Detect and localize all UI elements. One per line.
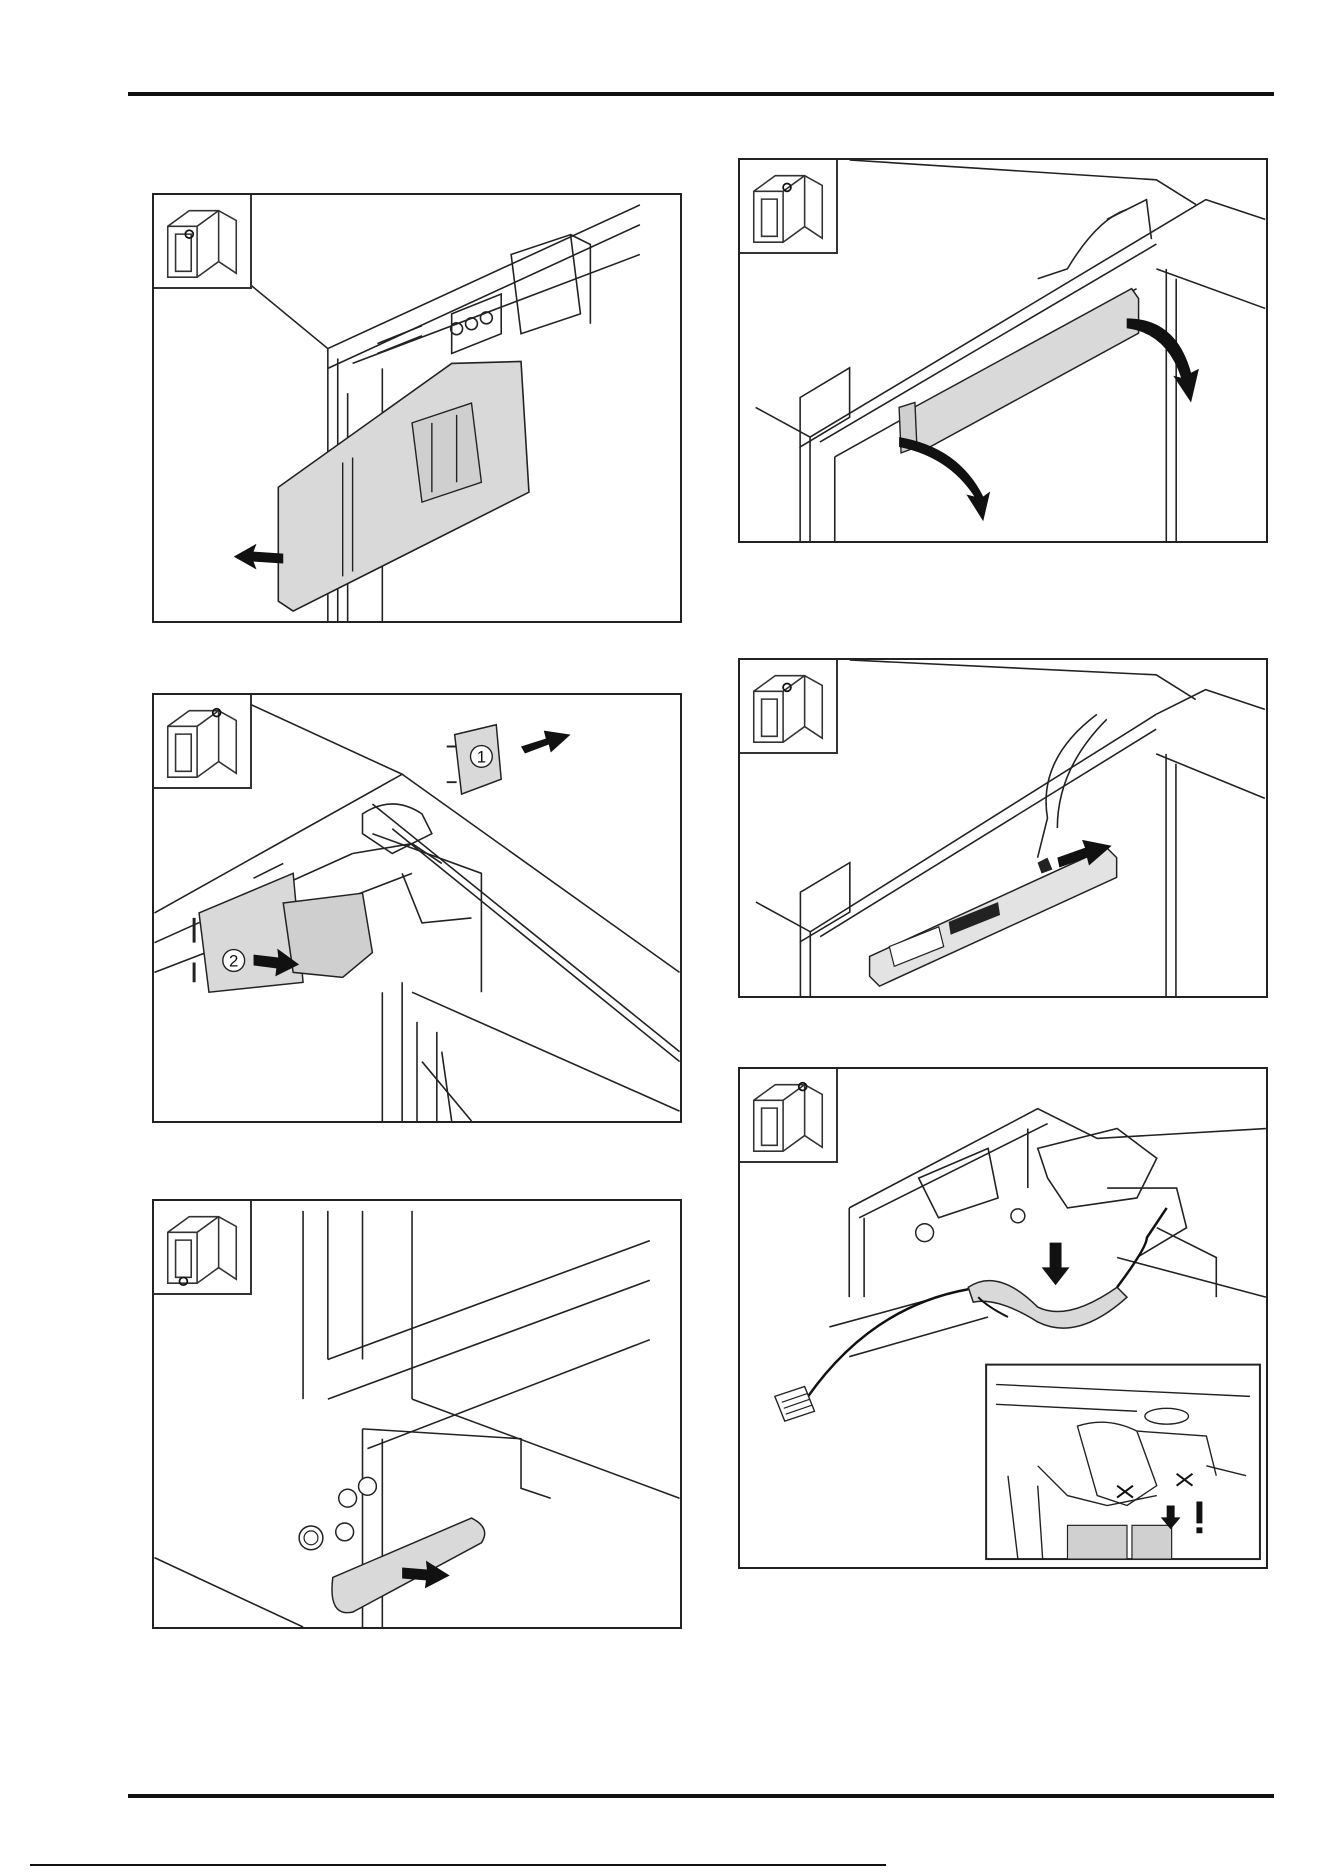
cabinet-locator-icon — [740, 1069, 838, 1163]
figure-1-panel — [152, 193, 682, 623]
figure-2-panel: 1 2 — [152, 693, 682, 1123]
cabinet-locator-icon — [154, 1201, 252, 1295]
figure-6-panel — [738, 1067, 1268, 1569]
header-rule — [128, 92, 1274, 96]
figure-3-panel — [152, 1199, 682, 1629]
swing-arrow-icon — [899, 437, 990, 521]
cabinet-locator-icon — [740, 660, 838, 754]
figure-4-panel — [738, 158, 1268, 543]
cabinet-locator-icon — [154, 195, 252, 289]
footnote-rule — [30, 1864, 886, 1866]
pull-arrow-icon — [234, 544, 284, 570]
figure-5-panel — [738, 658, 1268, 998]
cabinet-locator-icon — [154, 695, 252, 789]
cabinet-locator-icon — [740, 160, 838, 254]
warning-exclamation-icon — [1196, 1502, 1202, 1534]
callout-2: 2 — [229, 951, 238, 970]
push-down-arrow-icon — [1042, 1243, 1070, 1286]
footer-rule — [128, 1794, 1274, 1798]
push-arrow-icon — [521, 731, 571, 754]
callout-1: 1 — [477, 747, 486, 766]
connector-icon — [775, 1386, 815, 1421]
